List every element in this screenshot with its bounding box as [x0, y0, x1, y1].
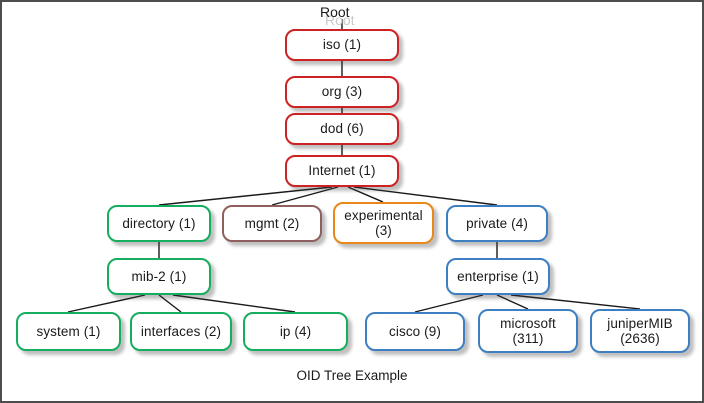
node-mib2[interactable]: mib-2 (1) [107, 258, 211, 295]
node-internet[interactable]: Internet (1) [285, 155, 399, 187]
edge-enterprise-to-cisco [414, 294, 484, 313]
node-label-directory: directory (1) [122, 215, 196, 231]
edge-mib2-to-interfaces [158, 294, 182, 313]
node-directory[interactable]: directory (1) [107, 205, 211, 242]
root-label-shadow: Root [325, 12, 355, 28]
edge-internet-to-experimental [347, 186, 384, 203]
node-org[interactable]: org (3) [285, 76, 399, 108]
node-label-experimental: experimental (3) [344, 207, 423, 238]
root-label: Root [320, 4, 350, 20]
edge-internet-to-directory [158, 186, 333, 206]
node-system[interactable]: system (1) [16, 312, 121, 351]
node-juniper[interactable]: juniperMIB (2636) [590, 309, 690, 353]
node-label-enterprise: enterprise (1) [457, 268, 539, 284]
node-ip[interactable]: ip (4) [243, 312, 348, 351]
node-cisco[interactable]: cisco (9) [365, 312, 465, 351]
node-label-cisco: cisco (9) [389, 323, 441, 339]
node-dod[interactable]: dod (6) [285, 113, 399, 145]
diagram-caption: OID Tree Example [296, 368, 408, 383]
node-label-private: private (4) [466, 215, 528, 231]
node-enterprise[interactable]: enterprise (1) [446, 258, 550, 295]
node-microsoft[interactable]: microsoft (311) [478, 309, 578, 353]
edge-enterprise-to-microsoft [496, 294, 529, 310]
edge-mib2-to-system [67, 294, 146, 313]
edge-enterprise-to-juniper [510, 294, 641, 310]
node-label-iso: iso (1) [322, 37, 362, 53]
node-iso[interactable]: iso (1) [285, 29, 399, 61]
node-label-microsoft: microsoft (311) [500, 315, 556, 346]
node-label-ip: ip (4) [279, 323, 312, 339]
edge-mib2-to-ip [172, 294, 296, 313]
node-label-interfaces: interfaces (2) [140, 323, 222, 339]
node-experimental[interactable]: experimental (3) [333, 202, 434, 244]
node-label-system: system (1) [36, 323, 101, 339]
node-label-internet: Internet (1) [308, 163, 376, 179]
node-private[interactable]: private (4) [446, 205, 548, 242]
node-label-mib2: mib-2 (1) [131, 268, 187, 284]
edge-internet-to-mgmt [271, 186, 339, 206]
node-label-mgmt: mgmt (2) [244, 215, 300, 231]
node-mgmt[interactable]: mgmt (2) [222, 205, 322, 242]
node-interfaces[interactable]: interfaces (2) [130, 312, 232, 351]
node-label-dod: dod (6) [320, 121, 364, 137]
node-label-org: org (3) [321, 84, 363, 100]
node-label-juniper: juniperMIB (2636) [607, 315, 673, 346]
